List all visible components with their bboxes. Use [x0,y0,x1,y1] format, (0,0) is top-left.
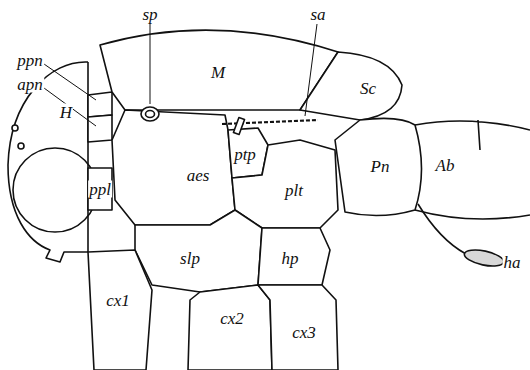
part-label: ptp [233,146,257,163]
mesonotum [100,30,338,110]
part-label: M [210,64,226,81]
part-label: H [59,104,73,121]
part-label: hp [281,250,300,267]
part-label: plt [284,182,304,199]
aes-sclerite [112,110,235,225]
part-label: Ab [435,157,456,174]
part-label: apn [16,76,44,93]
part-label: cx2 [219,310,245,327]
plt-sclerite [232,140,338,228]
ocellus [18,143,24,149]
postnotum [335,118,422,215]
ppn-sclerite [88,92,112,117]
leader-line [44,64,96,100]
leader-line [150,24,151,104]
hp-sclerite [258,228,330,285]
coxa-1 [88,250,152,370]
apn-sclerite [88,115,112,142]
scutellum [300,52,402,120]
leader-line [44,88,96,126]
part-label: slp [179,250,201,267]
leader-line [305,24,317,116]
ptp-sclerite [228,128,268,178]
part-label: cx3 [291,324,317,341]
part-label: cx1 [105,292,131,309]
halter-knob [463,247,505,269]
part-label: sp [141,6,158,23]
abdomen-outline [415,120,530,219]
halter-stalk [418,204,466,254]
ocellus [12,125,18,131]
part-label: ppl [88,181,112,198]
part-label: aes [186,167,211,184]
ppl-sclerite [88,168,112,210]
coxa-3 [258,285,338,370]
part-label: sa [309,6,326,23]
head-suture [87,62,89,252]
compound-eye [13,148,97,232]
coxa-2 [188,285,272,370]
spiracle [141,107,159,121]
part-label: ha [503,254,522,271]
part-label: ppn [16,52,44,69]
spiracle-inner [146,111,155,118]
part-label: Sc [359,80,377,97]
slp-sclerite [135,210,262,292]
part-label: Pn [370,158,391,175]
sa-piece [233,117,244,134]
